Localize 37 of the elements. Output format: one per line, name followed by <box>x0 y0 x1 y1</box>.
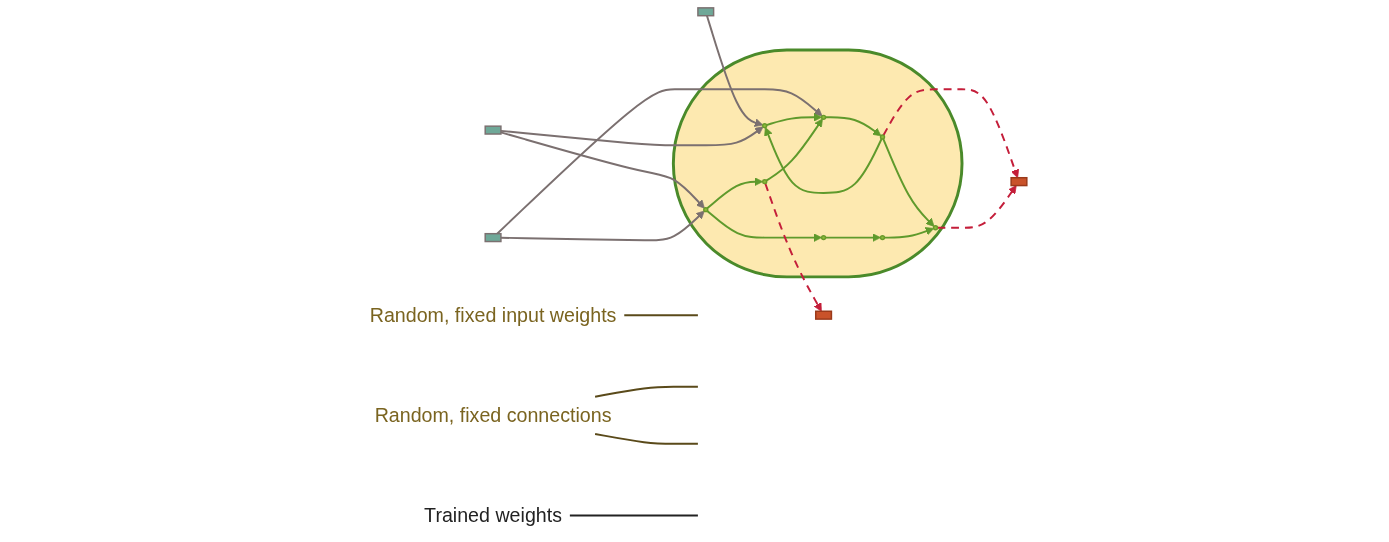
neuron-circle <box>879 234 886 241</box>
neuron-circle <box>821 114 827 121</box>
arrow <box>496 88 823 235</box>
arrow <box>500 126 764 147</box>
arrow <box>500 210 705 242</box>
neuron-circle <box>821 234 827 241</box>
arrow <box>824 116 882 137</box>
annotation-text: Random, fixed connections <box>374 404 612 427</box>
neuron-circle <box>703 206 709 213</box>
neuron-circle <box>762 178 768 185</box>
arrow <box>765 118 824 182</box>
dashed-arrow <box>936 185 1017 229</box>
annotation-text: Random, fixed input weights <box>369 304 617 326</box>
leader-line <box>623 314 700 317</box>
neuron-circle <box>932 225 939 231</box>
arrow <box>706 14 764 127</box>
annotation-text: Trained weights <box>424 504 563 527</box>
leader-line <box>594 385 700 398</box>
arrow <box>500 131 705 209</box>
arrow <box>882 137 935 227</box>
unit-square <box>1010 177 1028 187</box>
unit-square <box>815 310 833 320</box>
arrow <box>706 209 823 242</box>
arrow <box>765 113 823 127</box>
neuron-circle <box>762 122 768 129</box>
leader-line <box>594 433 700 445</box>
neuron-circle <box>879 134 886 140</box>
dashed-arrow <box>882 88 1020 179</box>
unit-square <box>697 7 715 17</box>
arrow <box>883 227 935 239</box>
dashed-arrow <box>764 182 822 312</box>
unit-square <box>484 125 502 135</box>
arrow <box>824 233 882 242</box>
leader-line <box>569 514 700 517</box>
arrow <box>764 127 883 194</box>
unit-square <box>484 232 502 243</box>
arrow <box>706 177 764 210</box>
